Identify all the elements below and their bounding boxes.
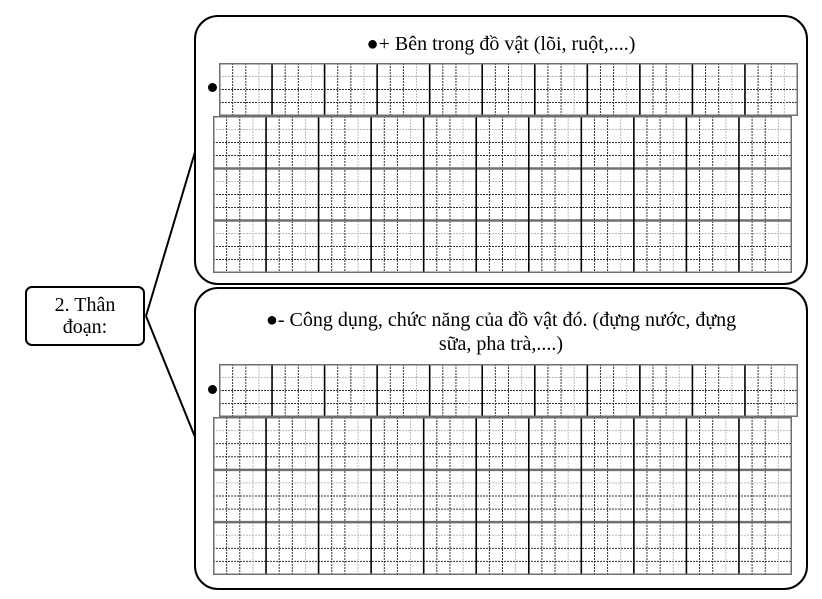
section-2-title: ●- Công dụng, chức năng của đồ vật đó. (…	[196, 308, 806, 356]
section-label-line-1: 2. Thân	[54, 294, 116, 316]
writing-grid-main-2[interactable]	[213, 417, 792, 575]
grid-border	[219, 63, 798, 116]
bullet-icon	[208, 83, 217, 92]
writing-grid-top-1[interactable]	[219, 63, 798, 116]
section-label-line-2: đoạn:	[62, 316, 108, 338]
section-usage-function: ●- Công dụng, chức năng của đồ vật đó. (…	[194, 287, 808, 590]
section-1-title: ●+ Bên trong đồ vật (lõi, ruột,....)	[366, 33, 636, 55]
grid-border	[213, 116, 792, 273]
section-label-box: 2. Thân đoạn:	[25, 286, 145, 346]
writing-grid-top-2[interactable]	[219, 364, 798, 417]
section-inside-object: ●+ Bên trong đồ vật (lõi, ruột,....)	[194, 15, 808, 285]
writing-grid-main-1[interactable]	[213, 116, 792, 273]
section-2-title-line-2: sữa, pha trà,....)	[438, 333, 564, 355]
connector-to-section-2	[145, 315, 196, 438]
section-2-title-line-1: ●- Công dụng, chức năng của đồ vật đó. (…	[265, 309, 737, 331]
connector-to-section-1	[145, 151, 196, 317]
grid-border	[219, 364, 798, 417]
bullet-icon	[208, 385, 217, 394]
grid-border	[213, 417, 792, 575]
